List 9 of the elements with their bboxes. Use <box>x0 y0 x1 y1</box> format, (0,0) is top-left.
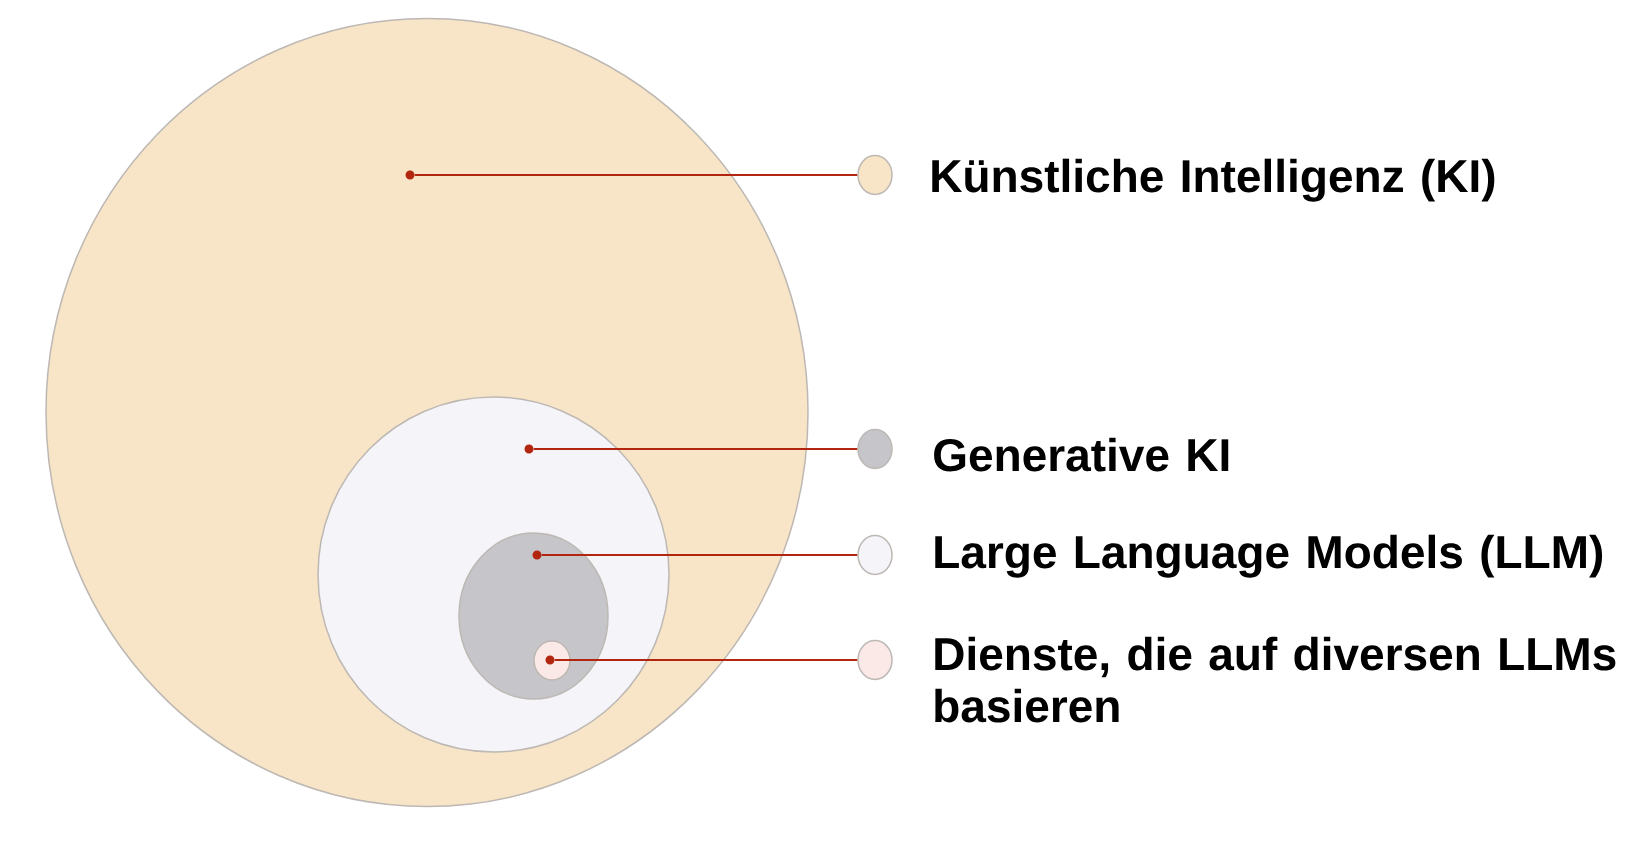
label-text: Dienste, die auf diversen LLMs basieren <box>935 636 1616 723</box>
leader-line <box>540 554 859 556</box>
label-text: Künstliche Intelligenz (KI) <box>932 158 1495 202</box>
label-text: Large Language Models (LLM) <box>935 534 1603 578</box>
small-circle <box>533 640 571 681</box>
leader-line <box>532 448 859 450</box>
leader-line <box>413 174 859 176</box>
label-text: Generative KI <box>934 437 1229 472</box>
inner-ellipse <box>458 532 609 700</box>
